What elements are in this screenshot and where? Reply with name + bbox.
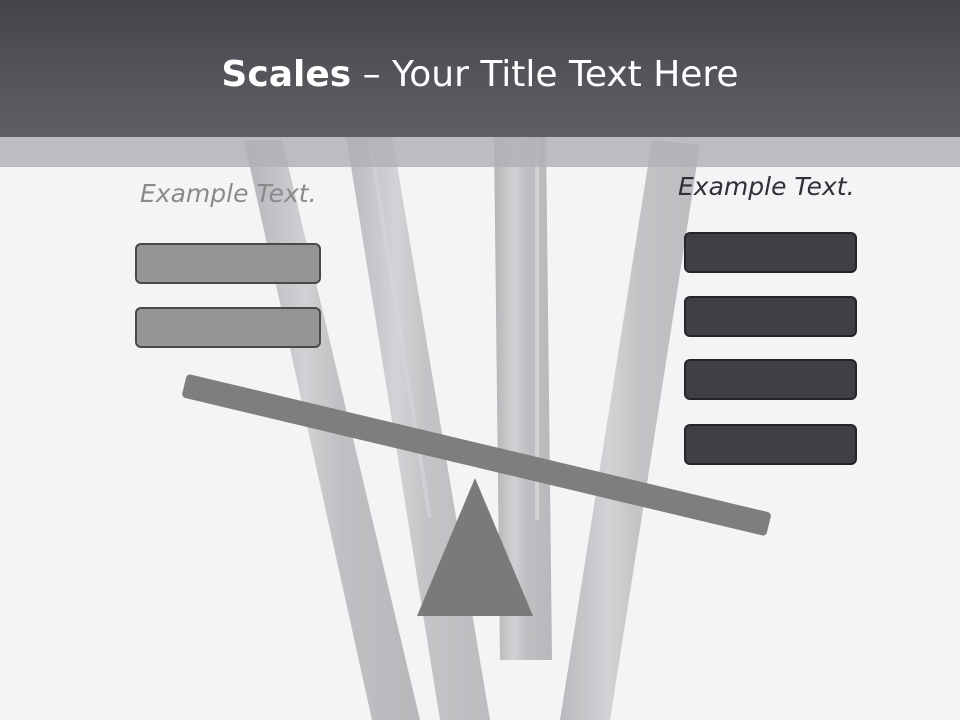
slide-title-rest: – Your Title Text Here [351,54,739,95]
right-weight-box [684,359,857,400]
right-label: Example Text. [678,172,855,201]
right-weight-box [684,424,857,465]
right-weight-box [684,232,857,273]
slide-title-bold: Scales [221,54,352,95]
pen-shape [560,140,700,720]
scale-fulcrum [417,478,533,616]
left-weight-box [135,243,321,284]
title-bar-strip [0,137,960,167]
right-weight-box [684,296,857,337]
left-label: Example Text. [140,179,317,208]
slide-title: Scales – Your Title Text Here [0,52,960,98]
title-bar [0,0,960,137]
left-weight-box [135,307,321,348]
